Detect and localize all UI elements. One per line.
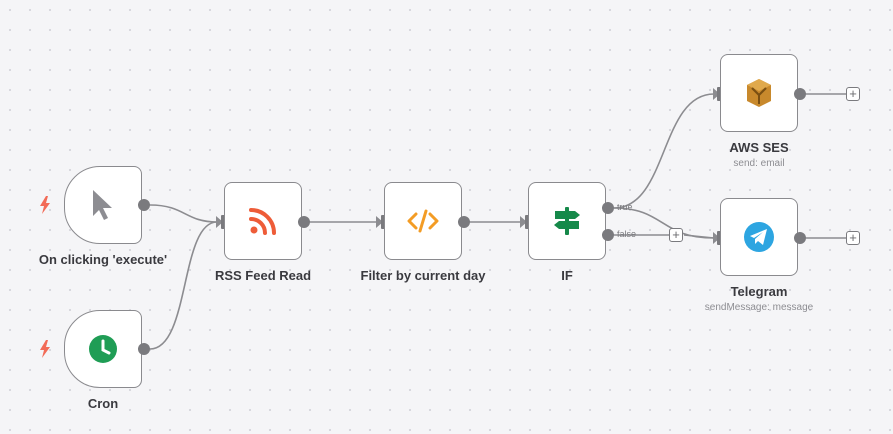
if-false-add-node-button[interactable]: + [669,228,683,242]
edge-manual-to-rss [149,204,218,223]
ses-add-node-button[interactable]: + [846,87,860,101]
node-rss-feed-read[interactable] [224,182,302,260]
arrowhead-rss [216,216,223,228]
node-ses-label: AWS SES [729,140,789,155]
code-icon [407,209,439,233]
telegram-output-port[interactable] [794,232,806,244]
clock-icon [89,335,117,363]
cron-output-port[interactable] [138,343,150,355]
aws-ses-icon [747,79,771,107]
arrowhead-filter [376,216,383,228]
arrowhead-if [520,216,527,228]
node-manual-trigger[interactable] [64,166,142,244]
node-filter-label: Filter by current day [360,268,486,283]
cursor-arrow-icon [93,190,112,220]
telegram-add-node-button[interactable]: + [846,231,860,245]
node-if[interactable] [528,182,606,260]
if-false-output-port[interactable] [602,229,614,241]
arrowhead-telegram [713,232,720,244]
edge-true-to-ses [613,93,715,209]
arrowhead-ses [713,88,720,100]
node-telegram-label: Telegram [730,284,788,299]
if-true-label: true [617,202,633,212]
node-rss-label: RSS Feed Read [214,268,312,283]
if-true-output-port[interactable] [602,202,614,214]
rss-icon [249,208,276,235]
manual-trigger-output-port[interactable] [138,199,150,211]
node-cron-label: Cron [87,396,119,411]
telegram-icon [744,222,774,252]
node-telegram-subtitle: sendMessage: message [704,302,814,313]
ses-output-port[interactable] [794,88,806,100]
edge-cron-to-rss [149,221,218,350]
signpost-icon [554,207,580,235]
filter-output-port[interactable] [458,216,470,228]
node-filter-by-current-day[interactable] [384,182,462,260]
if-false-label: false [617,229,637,239]
node-cron[interactable] [64,310,142,388]
node-manual-trigger-label: On clicking 'execute' [38,252,168,267]
node-aws-ses[interactable] [720,54,798,132]
edge-plus-to-telegram [683,234,715,239]
trigger-bolt-icon [40,196,50,214]
node-ses-subtitle: send: email [733,158,785,169]
node-telegram[interactable] [720,198,798,276]
node-if-label: IF [561,268,573,283]
trigger-bolt-icon [40,340,50,358]
rss-output-port[interactable] [298,216,310,228]
